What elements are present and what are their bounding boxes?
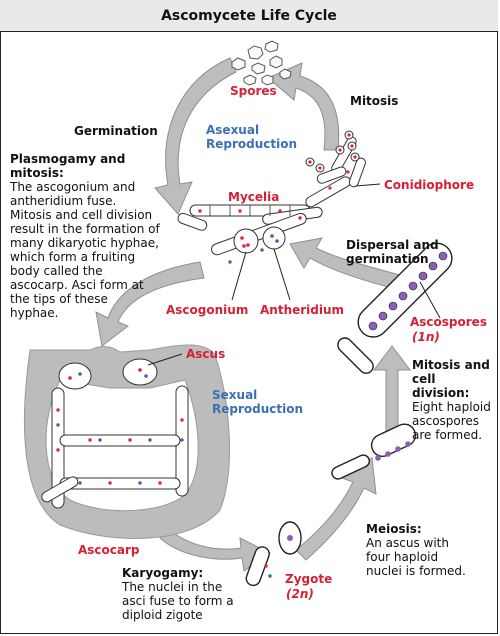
note-dispersal-heading: Dispersal and germination — [346, 238, 439, 266]
note-plasmogamy-heading: Plasmogamy and mitosis: — [10, 152, 126, 180]
label-conidiophore: Conidiophore — [384, 178, 475, 192]
ascospores-pointer — [419, 281, 441, 319]
label-mycelia: Mycelia — [228, 190, 280, 204]
label-antheridium: Antheridium — [260, 303, 345, 317]
label-ascospores: Ascospores — [410, 315, 487, 329]
diagram-title: Ascomycete Life Cycle — [161, 7, 337, 24]
note-meiosis-text: An ascus with four haploid nuclei is for… — [366, 536, 466, 578]
note-mitosis-division-text: Eight haploid ascospores are formed. — [412, 400, 491, 442]
arrow-karyogamy — [159, 529, 271, 572]
arrow-germination — [154, 57, 237, 215]
note-plasmogamy-text: The ascogonium and antheridium fuse. Mit… — [10, 180, 160, 320]
ascus-pointer — [147, 353, 183, 366]
label-germination: Germination — [74, 124, 158, 138]
label-ascogonium: Ascogonium — [166, 303, 249, 317]
label-asexual-reproduction: Asexual Reproduction — [206, 123, 298, 151]
note-plasmogamy: Plasmogamy and mitosis: The ascogonium a… — [10, 152, 160, 320]
note-mitosis-division-heading: Mitosis and cell division: — [412, 358, 490, 400]
note-meiosis-heading: Meiosis: — [366, 522, 422, 536]
label-ascus: Ascus — [186, 347, 226, 361]
label-spores: Spores — [230, 84, 277, 98]
meiosis-ascus — [331, 423, 417, 480]
arrow-mitosis-division — [373, 345, 411, 441]
label-sexual-reproduction: Sexual Reproduction — [212, 388, 304, 416]
arrow-dispersal — [289, 237, 405, 291]
label-zygote: Zygote — [285, 572, 333, 586]
conidiophore-pointer — [355, 183, 381, 187]
note-karyogamy: Karyogamy: The nuclei in the asci fuse t… — [122, 566, 234, 622]
note-karyogamy-text: The nuclei in the asci fuse to form a di… — [122, 580, 234, 622]
label-zygote-ploidy: (2n) — [286, 587, 314, 601]
label-ascocarp: Ascocarp — [78, 543, 140, 557]
spores-cluster — [231, 40, 292, 86]
label-ascospores-ploidy: (1n) — [412, 330, 440, 344]
ascogonium-pointer — [231, 251, 247, 301]
arrow-mitosis — [267, 62, 340, 151]
ascocarp-hyphae — [41, 358, 189, 509]
label-mitosis: Mitosis — [350, 94, 399, 108]
note-meiosis: Meiosis: An ascus with four haploid nucl… — [366, 522, 476, 578]
note-karyogamy-heading: Karyogamy: — [122, 566, 204, 580]
arrow-plasmogamy — [95, 261, 205, 347]
note-mitosis-division: Mitosis and cell division: Eight haploid… — [412, 358, 496, 442]
title-bar: Ascomycete Life Cycle — [0, 0, 498, 32]
conidiophore-hyphae — [305, 130, 366, 208]
antheridium-pointer — [273, 248, 291, 301]
